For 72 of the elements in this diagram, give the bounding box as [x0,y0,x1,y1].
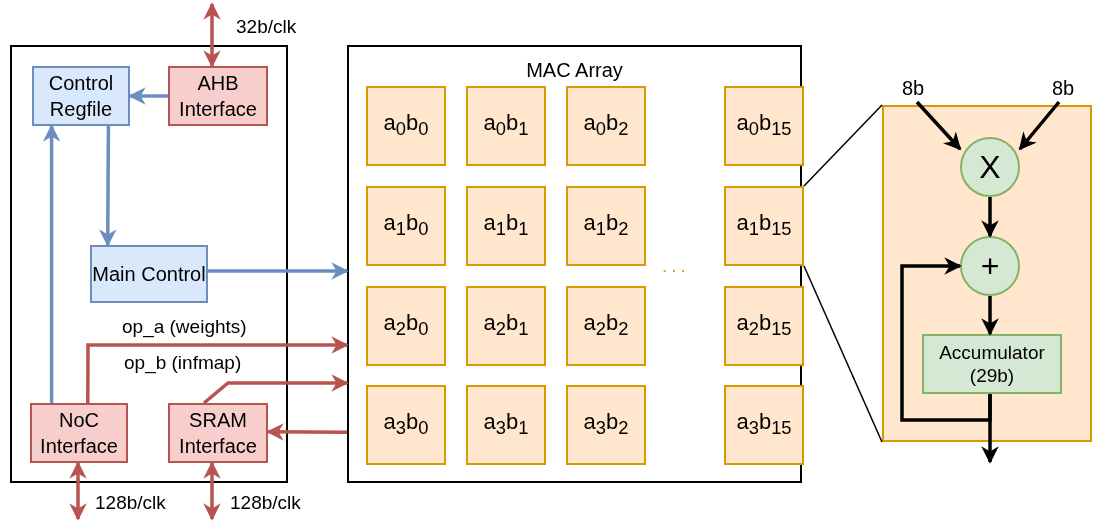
zoom-line [803,104,883,187]
interface-box [30,403,128,463]
operator-symbol: + [980,248,1000,284]
box-label: AHB Interface [178,71,258,122]
mac-cell [366,186,446,266]
cell-label: a$_{2}$b$_{15}$ [736,309,792,342]
double-arrow [203,461,221,521]
double-arrow [69,461,87,521]
mac-cell [566,86,646,166]
mac-cell [724,286,804,366]
cell-label: a$_{0}$b$_{15}$ [736,109,792,142]
mac-cell [366,86,446,166]
box-label: Main Control [92,262,206,287]
ellipsis-text: ... [661,255,691,277]
control-box [32,66,130,126]
arrow [202,374,349,405]
box-label: Control Regfile [47,71,115,122]
mac-cell [566,186,646,266]
cell-label: a$_{3}$b$_{1}$ [483,408,529,441]
mac-cell [566,286,646,366]
operator-circle [960,236,1020,296]
arrow [128,87,168,105]
cell-label: a$_{2}$b$_{2}$ [583,309,629,342]
arrow [266,423,347,441]
cell-label: a$_{1}$b$_{0}$ [383,209,429,242]
control-box [90,245,208,303]
mac-cell [466,385,546,465]
arrow [208,262,349,280]
arrow [900,257,992,422]
mac-cell [566,385,646,465]
mac-cell [466,186,546,266]
operator-circle [960,137,1020,197]
array-title: MAC Array [526,58,623,83]
mac-cell [466,286,546,366]
mac-detail-panel [882,105,1092,442]
mac-cell [366,385,446,465]
arrow [86,336,349,403]
cell-label: a$_{1}$b$_{1}$ [483,209,529,242]
arrow [99,126,117,247]
cell-label: a$_{1}$b$_{15}$ [736,209,792,242]
double-arrow [203,2,221,68]
arrow [981,197,999,238]
mac-cell [724,186,804,266]
zoom-line [803,265,883,443]
controller-frame [10,45,288,483]
arrow [981,296,999,336]
cell-label: a$_{3}$b$_{0}$ [383,408,429,441]
cell-label: a$_{2}$b$_{1}$ [483,309,529,342]
arrow [42,124,61,403]
arrow [915,100,962,151]
cell-label: a$_{0}$b$_{2}$ [583,109,629,142]
mac-cell [366,286,446,366]
cell-label: a$_{0}$b$_{1}$ [483,109,529,142]
bit-width-text: 8b [1043,74,1083,102]
bit-width-text: 8b [893,74,933,102]
box-label: Accumulator (29b) [938,341,1046,387]
interface-box [168,66,268,126]
mac-cell [724,86,804,166]
interface-box [168,403,268,463]
mac-cell [466,86,546,166]
arrow [1018,100,1061,151]
box-label: SRAM Interface [178,408,258,459]
cell-label: a$_{3}$b$_{2}$ [583,408,629,441]
cell-label: a$_{2}$b$_{0}$ [383,309,429,342]
cell-label: a$_{3}$b$_{15}$ [736,408,792,441]
mac-cell [724,385,804,465]
accumulator-box [922,334,1062,394]
box-label: NoC Interface [39,408,119,459]
mac-array-frame [347,45,802,483]
cell-label: a$_{1}$b$_{2}$ [583,209,629,242]
operator-symbol: X [979,149,1001,185]
cell-label: a$_{0}$b$_{0}$ [383,109,429,142]
